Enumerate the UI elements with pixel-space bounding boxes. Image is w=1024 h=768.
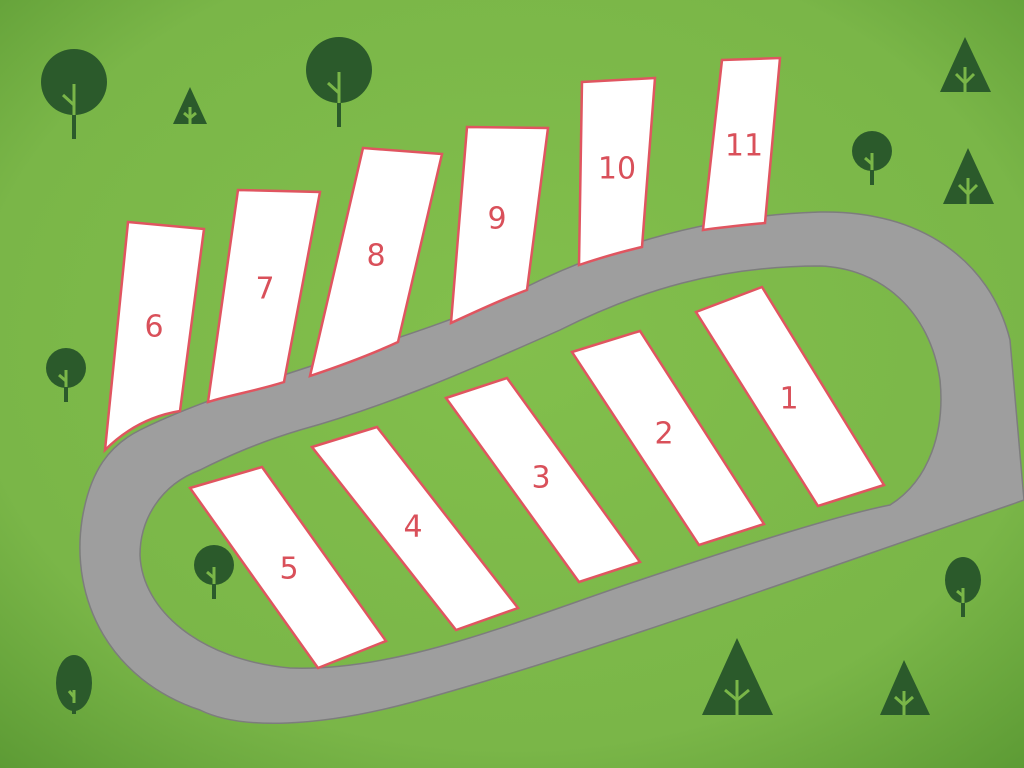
round-tree-icon — [306, 37, 372, 127]
round-tree-icon — [46, 348, 86, 402]
pine-tree-icon — [943, 148, 994, 204]
oval-tree-icon — [56, 655, 92, 714]
round-tree-icon — [852, 131, 892, 185]
oval-tree-icon — [945, 557, 981, 617]
round-tree-icon — [194, 545, 234, 599]
pine-tree-icon — [940, 37, 991, 92]
plot-10[interactable]: 10 — [577, 76, 657, 267]
pine-tree-icon — [702, 638, 773, 715]
pine-tree-icon — [173, 87, 207, 124]
round-tree-icon — [41, 49, 107, 139]
pine-tree-icon — [880, 660, 930, 715]
